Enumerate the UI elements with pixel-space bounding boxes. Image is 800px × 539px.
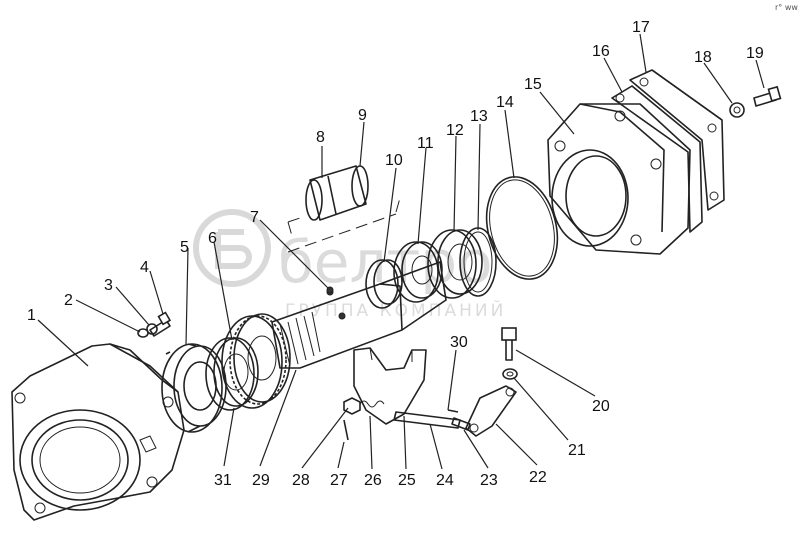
callout-21: 21 — [568, 442, 586, 459]
part-1-housing — [11, 343, 185, 521]
callout-27: 27 — [330, 472, 348, 489]
callout-23: 23 — [480, 472, 498, 489]
part-28-nut — [343, 397, 361, 415]
callout-26: 26 — [364, 472, 382, 489]
part-6-gear — [221, 313, 291, 409]
callout-5: 5 — [180, 239, 189, 256]
part-8-bushing — [305, 165, 369, 221]
callout-6: 6 — [208, 230, 217, 247]
part-22-lever — [465, 385, 517, 437]
callout-29: 29 — [252, 472, 270, 489]
dashed-outline — [287, 197, 401, 253]
callout-11: 11 — [417, 135, 434, 152]
callout-17: 17 — [632, 19, 650, 36]
part-25-fork — [353, 347, 427, 425]
leader-lines — [37, 33, 765, 470]
callout-4: 4 — [140, 259, 149, 276]
part-24-shaft — [393, 411, 461, 429]
callout-30: 30 — [450, 334, 468, 351]
part-27-cotter-pin — [343, 419, 349, 441]
callout-2: 2 — [64, 292, 73, 309]
part-11-hub — [393, 241, 443, 303]
callout-9: 9 — [358, 107, 367, 124]
part-14-o-ring — [485, 176, 559, 280]
part-20-bolt — [501, 327, 517, 361]
part-18-washer — [729, 102, 745, 118]
callout-8: 8 — [316, 129, 325, 146]
callout-1: 1 — [27, 307, 36, 324]
callout-14: 14 — [496, 94, 514, 111]
part-10-collar — [365, 259, 403, 309]
callout-12: 12 — [446, 122, 464, 139]
callout-28: 28 — [292, 472, 310, 489]
part-30-pin — [447, 409, 459, 413]
callout-25: 25 — [398, 472, 416, 489]
part-23-pin — [451, 417, 471, 431]
part-21-washer — [502, 368, 518, 380]
part-17-cover-plate — [629, 69, 725, 211]
callout-3: 3 — [104, 277, 113, 294]
callout-18: 18 — [694, 49, 712, 66]
callout-20: 20 — [592, 398, 610, 415]
part-19-bolt — [753, 85, 782, 107]
part-15-flange-cover — [547, 103, 691, 255]
part-16-gasket — [611, 85, 703, 233]
callout-16: 16 — [592, 43, 610, 60]
part-26-spring — [359, 400, 385, 408]
callout-labels: 1 2 3 4 5 6 7 8 9 10 11 12 13 14 15 16 1… — [27, 19, 764, 489]
part-12-bearing — [427, 229, 483, 299]
watermark-logo — [193, 209, 271, 287]
callout-31: 31 — [214, 472, 232, 489]
part-31-bearing — [205, 337, 259, 411]
callout-22: 22 — [529, 469, 547, 486]
callout-10: 10 — [385, 152, 403, 169]
corner-mark: r° ww — [775, 3, 798, 12]
callout-7: 7 — [250, 209, 259, 226]
watermark-tagline: ГРУППА КОМПАНИЙ — [285, 299, 506, 321]
part-4-bolt — [149, 311, 172, 337]
callout-13: 13 — [470, 108, 488, 125]
part-7-pin — [326, 286, 334, 294]
callout-15: 15 — [524, 76, 542, 93]
callout-24: 24 — [436, 472, 454, 489]
callout-19: 19 — [746, 45, 764, 62]
